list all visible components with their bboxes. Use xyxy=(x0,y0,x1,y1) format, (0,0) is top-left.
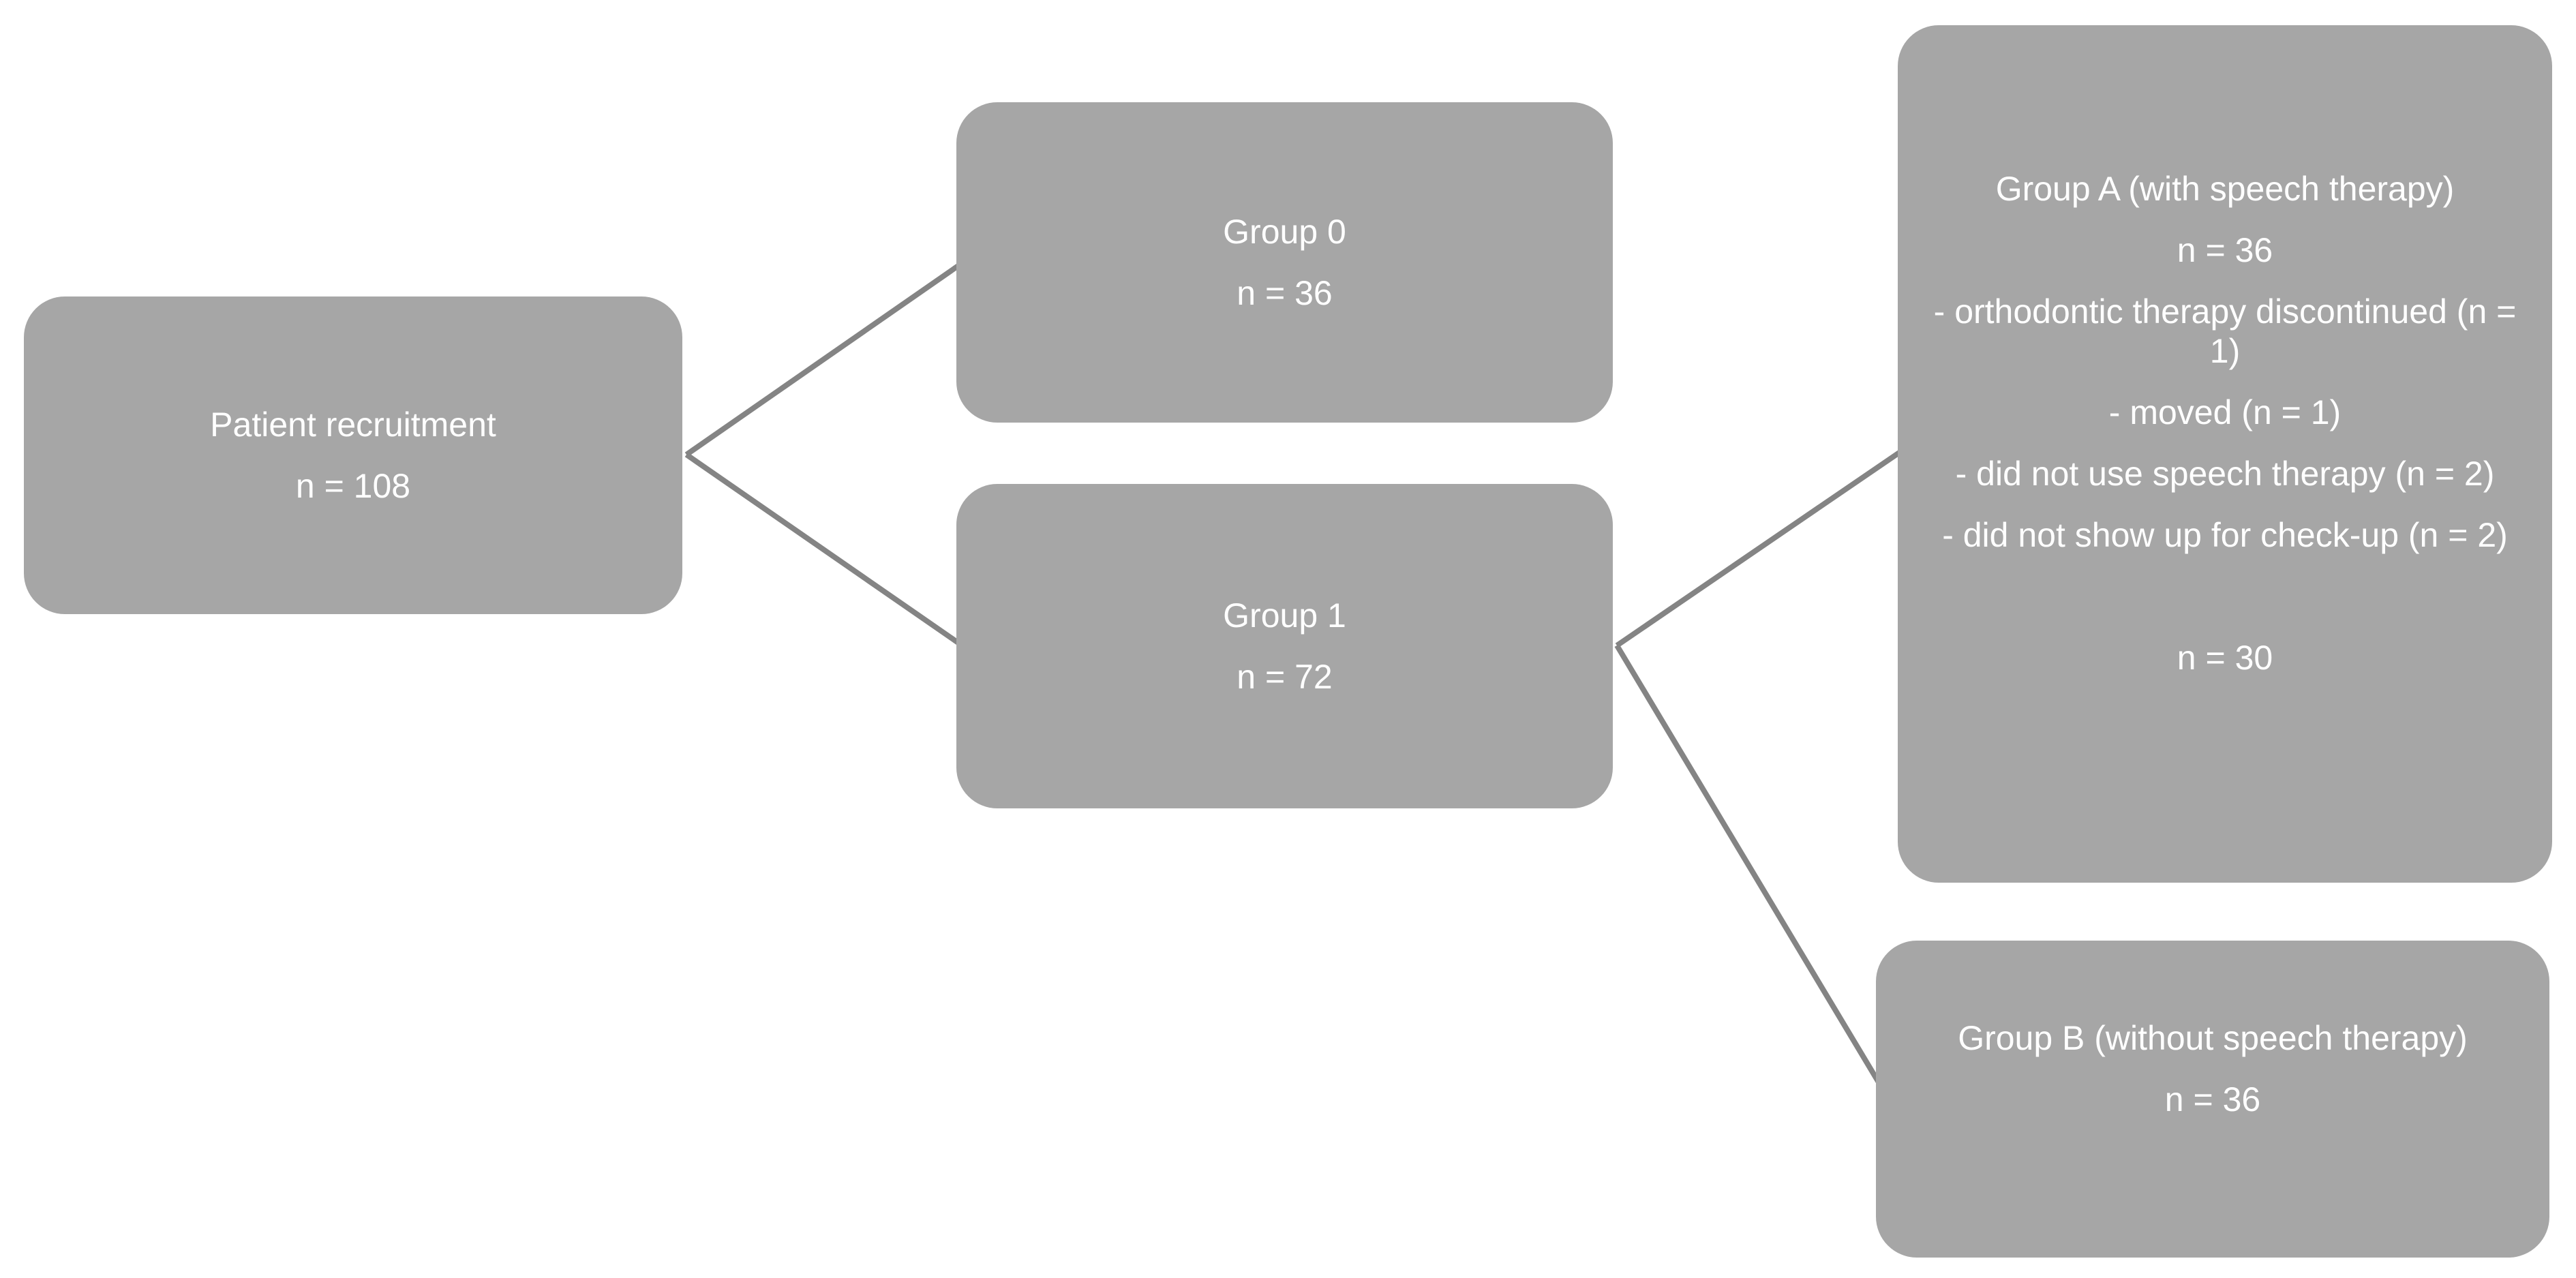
node-group-0: Group 0 n = 36 xyxy=(956,102,1613,423)
node-text-line: - orthodontic therapy discontinued (n = … xyxy=(1933,292,2517,370)
node-text-line xyxy=(1928,577,2521,616)
node-group-a: Group A (with speech therapy) n = 36 - o… xyxy=(1898,25,2552,883)
node-text-line xyxy=(1928,699,2521,739)
node-text-line: Group 0 xyxy=(1223,213,1346,251)
connector-group1-groupB xyxy=(1614,643,1888,1095)
node-text-line: n = 36 xyxy=(2177,231,2273,269)
node-text-line: n = 72 xyxy=(1237,658,1333,696)
node-patient-recruitment: Patient recruitment n = 108 xyxy=(24,296,682,614)
node-text-line: - did not show up for check-up (n = 2) xyxy=(1942,516,2508,554)
node-text-line: Group A (with speech therapy) xyxy=(1995,170,2455,208)
node-text-line: Group 1 xyxy=(1223,596,1346,635)
node-text-line: n = 30 xyxy=(2177,639,2273,677)
node-text-line: n = 36 xyxy=(1237,274,1333,312)
node-text-line: Patient recruitment xyxy=(210,406,496,444)
node-text-line: n = 36 xyxy=(2164,1080,2261,1119)
node-text-line: - moved (n = 1) xyxy=(2108,393,2342,431)
connector-group1-groupA xyxy=(1615,446,1907,648)
node-text-line: - did not use speech therapy (n = 2) xyxy=(1955,455,2495,493)
node-text-line: Group B (without speech therapy) xyxy=(1958,1018,2468,1057)
connector-recruitment-group1 xyxy=(684,452,963,648)
node-text-line xyxy=(1907,1141,2519,1181)
node-text-line: n = 108 xyxy=(295,467,411,505)
node-group-1: Group 1 n = 72 xyxy=(956,484,1613,808)
node-group-b: Group B (without speech therapy) n = 36 xyxy=(1876,941,2549,1258)
connector-recruitment-group0 xyxy=(684,261,963,457)
